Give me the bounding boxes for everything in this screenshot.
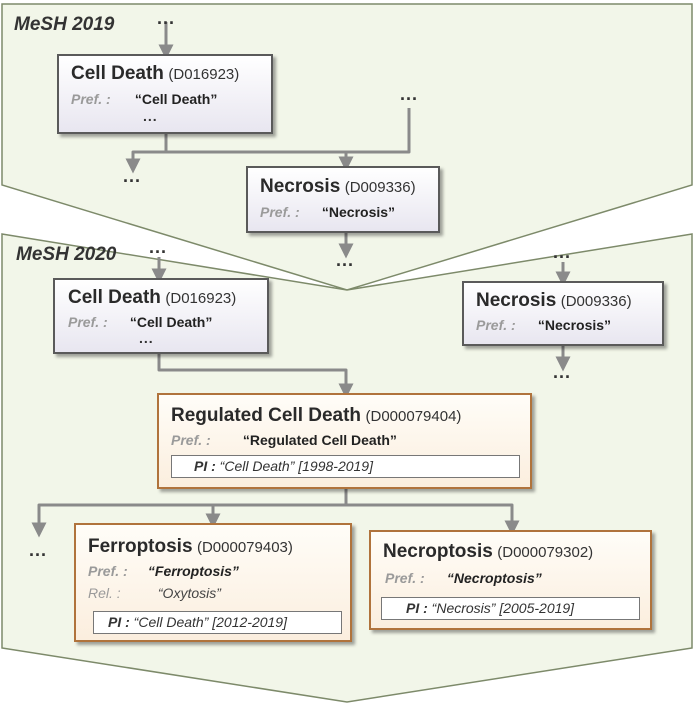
pi-note-necroptosis: PI : “Necrosis” [2005-2019]	[381, 597, 640, 620]
pi-note-regulated-cell-death: PI : “Cell Death” [1998-2019]	[171, 455, 520, 478]
node-id: (D009336)	[560, 293, 632, 310]
pref-label: Pref. :	[71, 91, 111, 107]
panel-title-2019: MeSH 2019	[14, 14, 115, 35]
node-regulated-cell-death: Regulated Cell Death (D000079404) Pref. …	[157, 393, 532, 489]
more-terms-ellipsis: ...	[143, 108, 158, 124]
pref-label: Pref. :	[476, 317, 516, 333]
pi-label: PI :	[194, 458, 216, 474]
pref-value: “Regulated Cell Death”	[242, 432, 397, 448]
more-terms-ellipsis: ...	[139, 330, 154, 346]
ellipsis-above-cell-death-2019: ...	[157, 8, 176, 28]
ellipsis-rcd-children: ...	[29, 540, 48, 560]
rel-label: Rel. :	[88, 585, 121, 601]
node-id: (D000079403)	[196, 539, 293, 556]
pi-value: “Cell Death” [2012-2019]	[133, 614, 287, 630]
pi-value: “Necrosis” [2005-2019]	[431, 600, 575, 616]
panel-title-2020: MeSH 2020	[16, 244, 117, 265]
pref-value: “Necrosis”	[537, 317, 612, 333]
pi-label: PI :	[108, 614, 130, 630]
ellipsis-necrosis-2019-children: ...	[336, 250, 355, 270]
node-name: Regulated Cell Death	[171, 405, 362, 426]
node-id: (D016923)	[168, 66, 240, 83]
pref-label: Pref. :	[171, 432, 211, 448]
node-name: Cell Death	[71, 63, 164, 84]
node-id: (D000079302)	[497, 544, 594, 561]
edge-cell-death-2019-to-children	[125, 134, 168, 174]
pref-value: “Necroptosis”	[446, 570, 542, 586]
edge-rcd-to-necroptosis	[346, 503, 520, 536]
node-name: Cell Death	[68, 287, 161, 308]
edge-rcd-to-children	[31, 489, 348, 538]
pref-label: Pref. :	[260, 204, 300, 220]
pi-note-ferroptosis: PI : “Cell Death” [2012-2019]	[93, 611, 342, 634]
node-necroptosis: Necroptosis (D000079302) Pref. : “Necrop…	[369, 530, 652, 630]
ellipsis-cell-death-2019-children: ...	[123, 166, 142, 186]
edge-parent-to-necrosis-2019	[346, 108, 411, 154]
node-cell-death-2020: Cell Death (D016923) Pref. : “Cell Death…	[53, 278, 269, 354]
ellipsis-necrosis-2020-children: ...	[553, 362, 572, 382]
node-id: (D000079404)	[365, 408, 462, 425]
pi-label: PI :	[406, 600, 428, 616]
pref-value: “Ferroptosis”	[147, 563, 239, 579]
pref-label: Pref. :	[385, 570, 425, 586]
node-name: Ferroptosis	[88, 536, 193, 557]
pref-value: “Cell Death”	[129, 314, 213, 330]
ellipsis-above-cell-death-2020: ...	[149, 237, 168, 257]
pref-label: Pref. :	[68, 314, 108, 330]
node-necrosis-2019: Necrosis (D009336) Pref. : “Necrosis”	[246, 166, 440, 233]
pref-label: Pref. :	[88, 563, 128, 579]
ellipsis-above-necrosis-2019: ...	[400, 84, 419, 104]
rel-value: “Oxytosis”	[157, 585, 221, 601]
edge-cell-death-2020-to-rcd	[157, 353, 354, 399]
node-cell-death-2019: Cell Death (D016923) Pref. : “Cell Death…	[57, 54, 273, 134]
ellipsis-above-necrosis-2020: ...	[553, 242, 572, 262]
node-name: Necroptosis	[383, 541, 493, 562]
node-name: Necrosis	[476, 290, 557, 311]
pref-value: “Cell Death”	[134, 91, 218, 107]
pi-value: “Cell Death” [1998-2019]	[219, 458, 373, 474]
node-id: (D016923)	[165, 290, 237, 307]
node-ferroptosis: Ferroptosis (D000079403) Pref. : “Ferrop…	[74, 523, 352, 642]
node-necrosis-2020: Necrosis (D009336) Pref. : “Necrosis”	[462, 281, 664, 346]
pref-value: “Necrosis”	[321, 204, 396, 220]
node-name: Necrosis	[260, 176, 341, 197]
node-id: (D009336)	[344, 179, 416, 196]
